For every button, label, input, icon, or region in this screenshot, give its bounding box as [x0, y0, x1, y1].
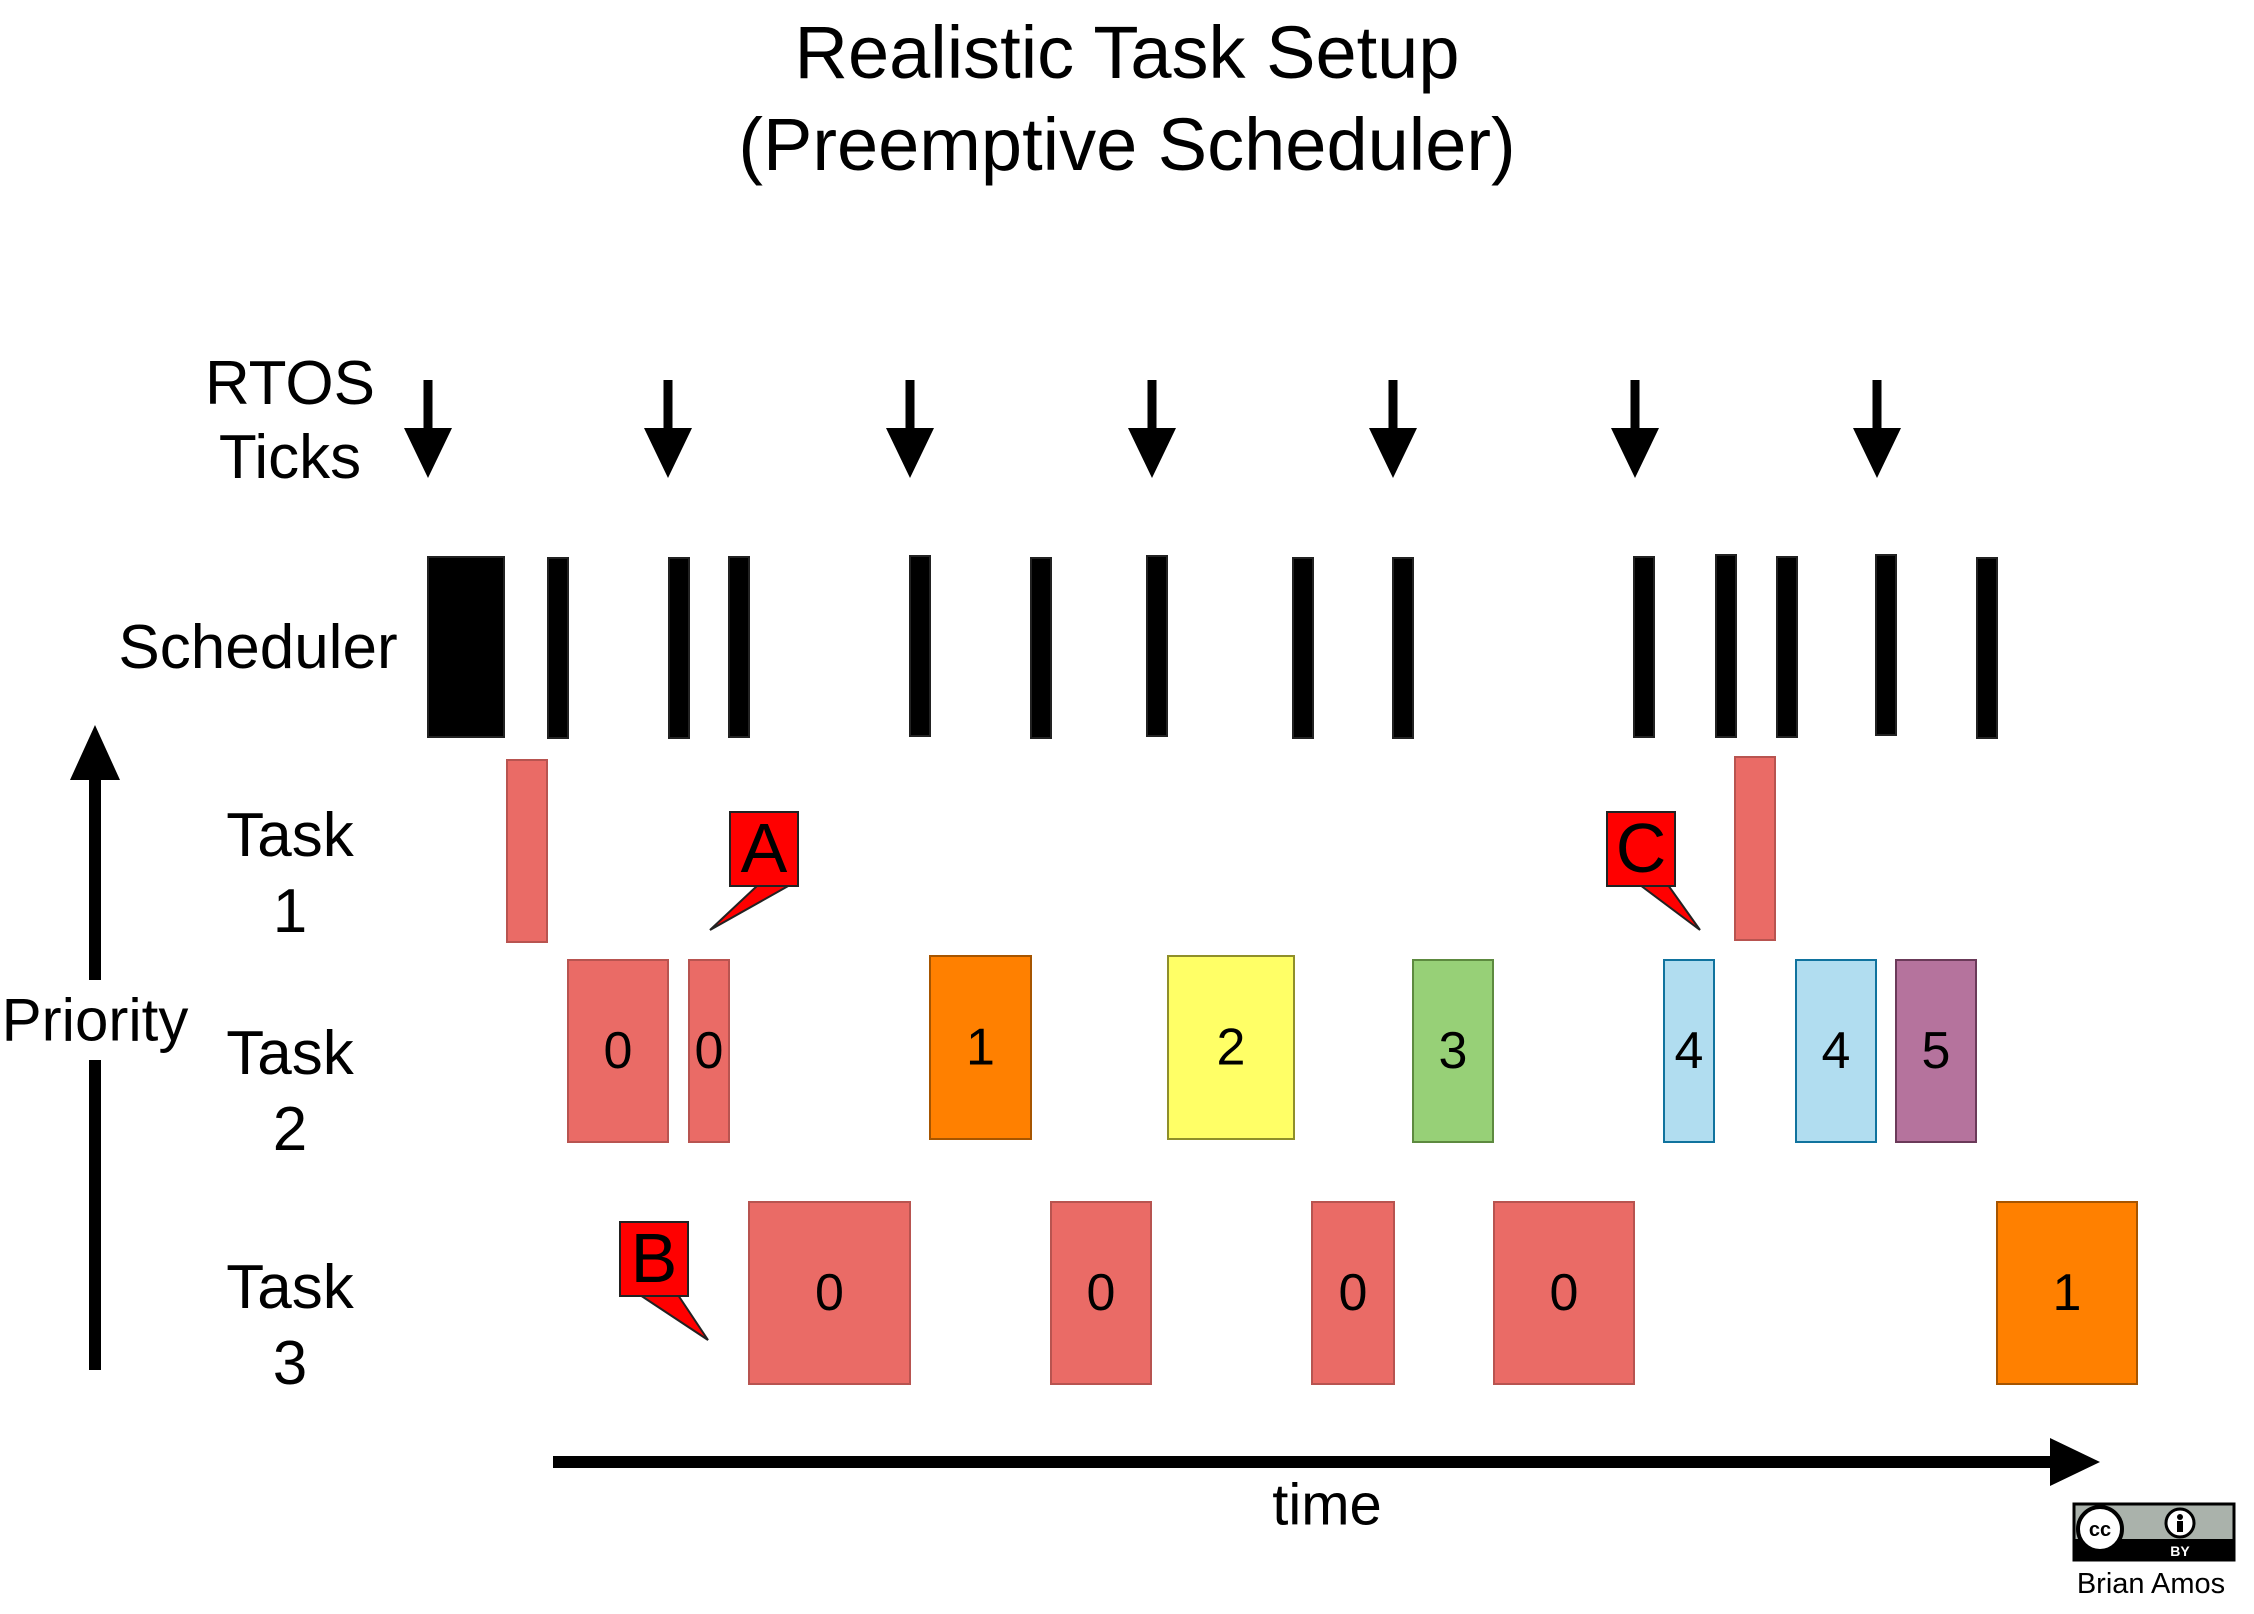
- rtos-tick-arrow: [1853, 380, 1901, 478]
- task1-run-block: [506, 759, 548, 943]
- task3-run-label: 0: [1339, 1264, 1368, 1322]
- time-axis-label: time: [1272, 1473, 1382, 1538]
- task2-run-label: 0: [695, 1022, 724, 1080]
- rtos-tick-arrow: [886, 380, 934, 478]
- scheduler-bar: [1875, 554, 1897, 736]
- scheduler-bar: [427, 556, 505, 738]
- task2-run-label: 1: [966, 1019, 995, 1077]
- task2-run-block: [567, 959, 669, 1143]
- task3-label-line1: Task: [226, 1253, 354, 1322]
- task2-run-label: 4: [1675, 1022, 1704, 1080]
- author-credit: Brian Amos: [2076, 1568, 2226, 1600]
- scheduler-bar: [1030, 557, 1052, 739]
- rtos-ticks-label-line2: Ticks: [218, 423, 362, 492]
- time-axis-arrowhead: [2050, 1438, 2100, 1486]
- task2-run-block: [1795, 959, 1877, 1143]
- rtos-tick-arrow: [644, 380, 692, 478]
- task3-run-label: 1: [2053, 1264, 2082, 1322]
- priority-axis-arrowhead: [70, 725, 120, 780]
- callout-b: [619, 1221, 709, 1341]
- task2-run-block: [688, 959, 730, 1143]
- task2-label-line1: Task: [226, 1019, 354, 1088]
- title-line-1: Realistic Task Setup: [794, 11, 1460, 94]
- cc-text: cc: [2089, 1519, 2111, 1541]
- scheduler-bar: [1146, 555, 1168, 737]
- scheduler-bar: [547, 557, 569, 739]
- task2-run-label: 0: [604, 1022, 633, 1080]
- task3-run-block: [1493, 1201, 1635, 1385]
- rtos-tick-arrow: [1611, 380, 1659, 478]
- title-line-2: (Preemptive Scheduler): [738, 103, 1516, 186]
- scheduler-label: Scheduler: [118, 613, 398, 682]
- rtos-tick-arrow: [1369, 380, 1417, 478]
- callout-letter: A: [741, 809, 788, 887]
- callout-letter: C: [1616, 809, 1667, 887]
- task2-run-block: [929, 955, 1032, 1140]
- task3-run-block: [1996, 1201, 2138, 1385]
- scheduler-bar: [909, 555, 931, 737]
- task3-run-label: 0: [1087, 1264, 1116, 1322]
- task2-run-block: [1895, 959, 1977, 1143]
- scheduler-bar: [1392, 557, 1414, 739]
- task2-run-block: [1167, 955, 1295, 1140]
- scheduler-bar: [728, 556, 750, 738]
- task3-run-block: [1050, 1201, 1152, 1385]
- scheduler-bar: [1633, 556, 1655, 738]
- task3-run-label: 0: [815, 1264, 844, 1322]
- task3-run-block: [748, 1201, 911, 1385]
- task1-label-line1: Task: [226, 801, 354, 870]
- cc-icon: [2076, 1505, 2124, 1553]
- scheduler-bar: [1776, 556, 1798, 738]
- priority-axis-label: Priority: [2, 987, 189, 1054]
- callout-a: [709, 811, 799, 931]
- scheduler-bar: [1715, 554, 1737, 738]
- task2-run-label: 3: [1439, 1022, 1468, 1080]
- scheduler-bar: [1976, 557, 1998, 739]
- by-text: BY: [2170, 1543, 2190, 1559]
- rtos-ticks-label-line1: RTOS: [205, 349, 375, 418]
- rtos-tick-arrow: [1128, 380, 1176, 478]
- task2-run-label: 4: [1822, 1022, 1851, 1080]
- rtos-tick-arrow: [404, 380, 452, 478]
- task3-run-label: 0: [1550, 1264, 1579, 1322]
- scheduler-bar: [1292, 557, 1314, 739]
- task2-label-line2: 2: [272, 1095, 308, 1164]
- task1-run-block: [1734, 756, 1776, 941]
- task2-run-block: [1412, 959, 1494, 1143]
- callout-c: [1606, 811, 1701, 931]
- callout-letter: B: [631, 1219, 678, 1297]
- task2-run-label: 2: [1217, 1019, 1246, 1077]
- scheduler-bar: [668, 557, 690, 739]
- task2-run-block: [1663, 959, 1715, 1143]
- task3-run-block: [1311, 1201, 1395, 1385]
- task1-label-line2: 1: [272, 877, 308, 946]
- task2-run-label: 5: [1922, 1022, 1951, 1080]
- task3-label-line2: 3: [272, 1329, 308, 1398]
